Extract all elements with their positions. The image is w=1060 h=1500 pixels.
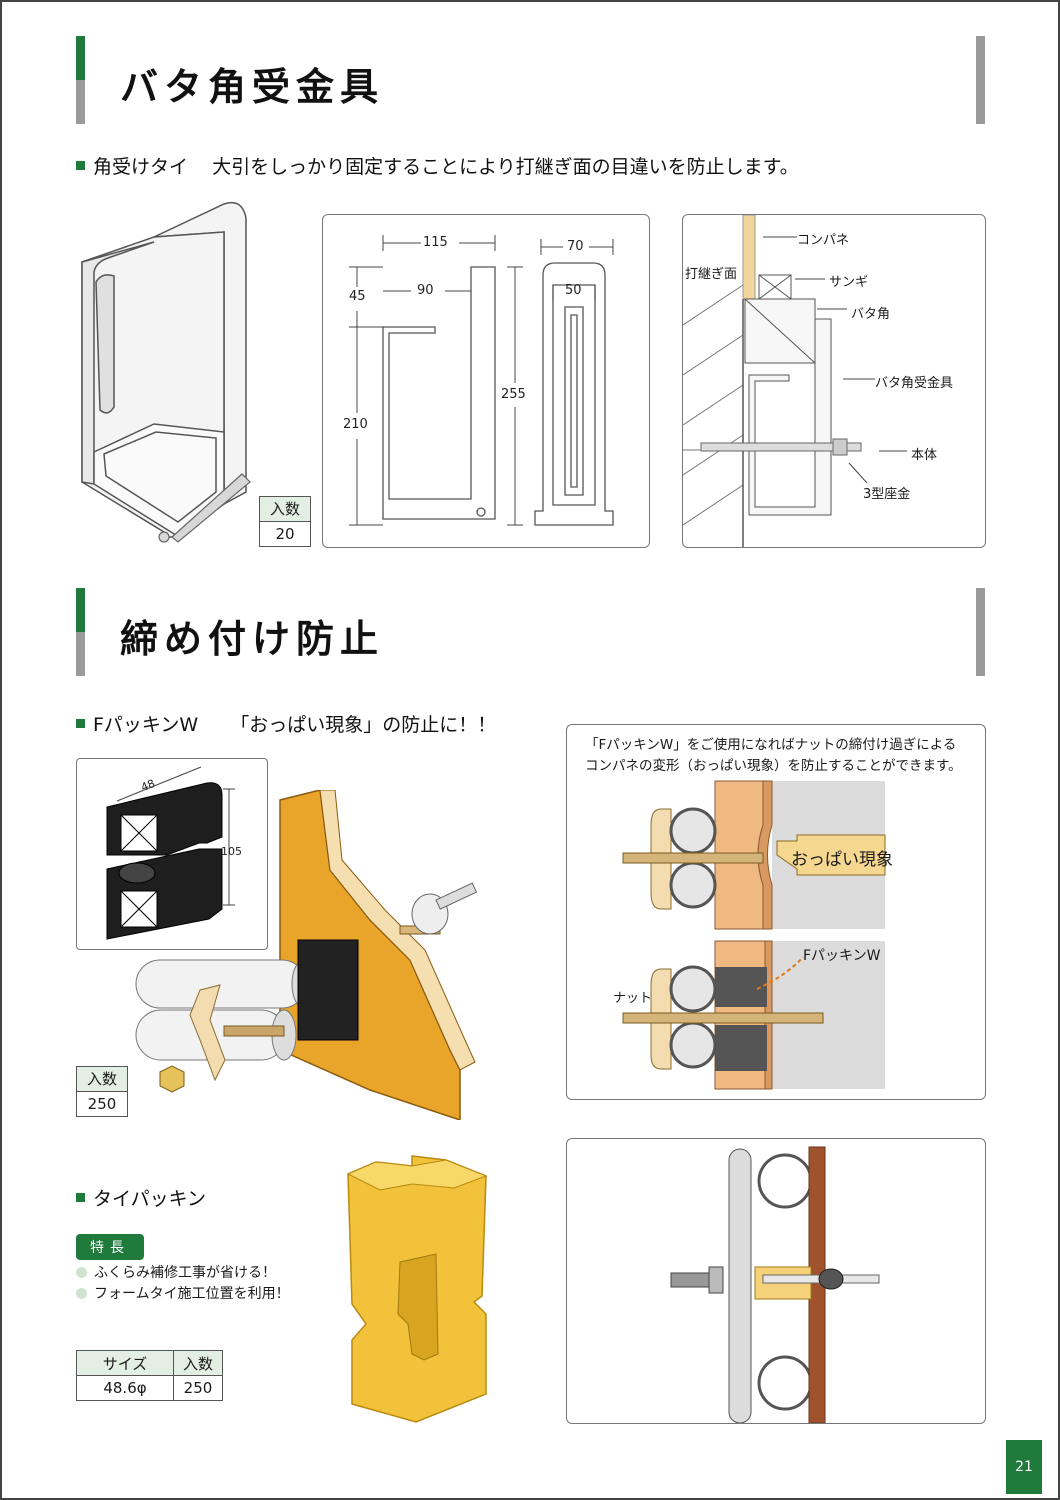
qty-value: 20: [275, 525, 295, 543]
bullet-square-icon: [76, 719, 85, 728]
qty-header: 入数: [260, 497, 310, 522]
bullet-dot-icon: [76, 1266, 87, 1278]
dim-115: 115: [423, 235, 448, 250]
explanation-line-2: コンパネの変形（おっぱい現象）を防止することができます。: [585, 758, 962, 774]
dim-70: 70: [567, 239, 584, 254]
tiepacking-name: タイパッキン: [93, 1188, 207, 1210]
section-bar-right-2: [976, 588, 985, 676]
dim-105: 105: [221, 845, 242, 858]
label-bracket: バタ角受金具: [875, 376, 954, 391]
bullet-square-icon: [76, 1193, 85, 1202]
qty-value: 250: [87, 1095, 117, 1113]
installation-drawing: [683, 215, 907, 547]
section-bar-left: [76, 36, 85, 124]
dimension-drawing: [349, 235, 614, 526]
bullet-square-icon: [76, 161, 85, 170]
spec-value-qty: 250: [173, 1375, 223, 1401]
feature-badge: 特長: [76, 1234, 144, 1260]
bullet-dot-icon: [76, 1287, 87, 1299]
feature-item-2: フォームタイ施工位置を利用！: [76, 1283, 290, 1303]
dimension-drawing-panel: 115 90 45 210 255 70 50: [322, 214, 650, 548]
label-washer: 3型座金: [863, 487, 911, 502]
label-sangi: サンギ: [829, 275, 869, 290]
label-batakaku: バタ角: [851, 307, 891, 322]
tiepacking-illustration: [346, 1155, 488, 1423]
tiepacking-installation-panel: [566, 1138, 986, 1424]
dim-90: 90: [417, 283, 434, 298]
fpacking-inset-panel: 48 105: [76, 758, 268, 950]
qty-header: 入数: [77, 1067, 127, 1092]
tiepacking-spec-table: サイズ 入数 48.6φ 250: [76, 1350, 223, 1401]
fpacking-explanation-panel: 「FパッキンW」をご使用になればナットの締付け過ぎによる コンパネの変形（おっぱ…: [566, 724, 986, 1100]
section-bar-right: [976, 36, 985, 124]
spec-header-size: サイズ: [76, 1350, 174, 1376]
page-number: 21: [1006, 1440, 1042, 1494]
kakuuke-tie-illustration: [81, 201, 251, 543]
dim-210: 210: [343, 417, 368, 432]
section-title-bracket: バタ角受金具: [120, 65, 385, 109]
feature-item-1: ふくらみ補修工事が省ける！: [76, 1262, 276, 1282]
label-konpane: コンパネ: [797, 233, 850, 248]
section-title-tightening: 締め付け防止: [120, 617, 385, 661]
label-uchitsugi: 打継ぎ面: [685, 267, 738, 282]
dim-45: 45: [349, 289, 366, 304]
fpacking-label: FパッキンW: [803, 948, 881, 964]
product-name: 角受けタイ: [93, 156, 189, 178]
fpacking-description: 「おっぱい現象」の防止に！！: [230, 714, 497, 736]
tiepacking-installation-drawing: [670, 1146, 880, 1423]
fpacking-name: FパッキンW: [93, 714, 199, 736]
kakuuke-qty-box: 入数 20: [259, 496, 311, 547]
product-heading-kakuuke: 角受けタイ 大引をしっかり固定することにより打継ぎ面の目違いを防止します。: [76, 152, 799, 179]
product-heading-tiepacking: タイパッキン: [76, 1184, 206, 1211]
oppai-label: おっぱい現象: [791, 850, 893, 870]
section-bar-left-2: [76, 588, 85, 676]
spec-value-size: 48.6φ: [76, 1375, 174, 1401]
fpacking-assembly-illustration: [135, 790, 478, 1120]
oppai-comparison-drawing: [622, 780, 886, 1090]
product-heading-fpacking: FパッキンW 「おっぱい現象」の防止に！！: [76, 710, 496, 737]
fpacking-qty-box: 入数 250: [76, 1066, 128, 1117]
dim-255: 255: [501, 387, 526, 402]
nut-label: ナット: [613, 991, 653, 1006]
explanation-line-1: 「FパッキンW」をご使用になればナットの締付け過ぎによる: [585, 737, 957, 753]
product-description: 大引をしっかり固定することにより打継ぎ面の目違いを防止します。: [212, 156, 799, 178]
fpacking-inset-drawing: [106, 766, 235, 940]
dim-50: 50: [565, 283, 582, 298]
spec-header-qty: 入数: [173, 1350, 223, 1376]
label-body: 本体: [911, 448, 938, 463]
installation-drawing-panel: コンパネ 打継ぎ面 サンギ バタ角 バタ角受金具 本体 3型座金: [682, 214, 986, 548]
